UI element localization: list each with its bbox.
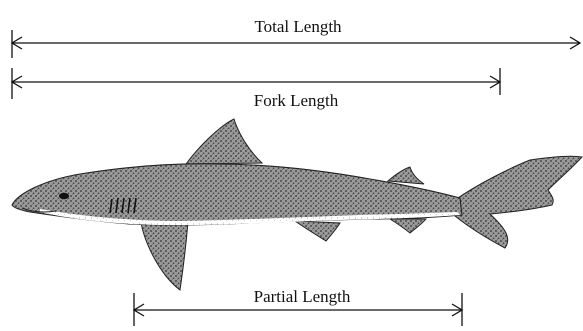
first-dorsal-fin	[186, 119, 262, 164]
partial-length-label: Partial Length	[254, 287, 351, 306]
caudal-fin	[455, 156, 582, 248]
fork-length-label: Fork Length	[254, 91, 339, 110]
pectoral-fin	[140, 215, 188, 290]
fork-length-measure: Fork Length	[12, 68, 500, 110]
second-dorsal-fin	[388, 167, 424, 184]
shark-illustration	[12, 119, 582, 290]
anal-fin	[390, 219, 426, 233]
pelvic-fin	[295, 221, 340, 241]
total-length-label: Total Length	[254, 17, 342, 36]
total-length-measure: Total Length	[12, 17, 580, 58]
partial-length-measure: Partial Length	[134, 287, 462, 326]
shark-eye	[59, 193, 69, 199]
